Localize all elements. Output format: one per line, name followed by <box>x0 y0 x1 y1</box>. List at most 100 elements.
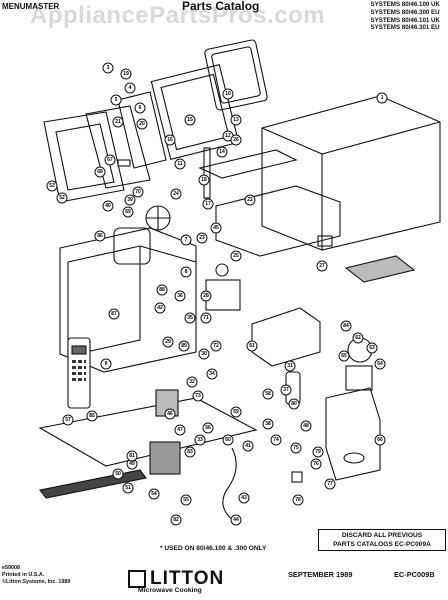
callout-badge: 45 <box>210 222 222 234</box>
callout-badge: 79 <box>312 446 324 458</box>
svg-text:51: 51 <box>125 485 131 491</box>
callout-badge: 52 <box>56 192 68 204</box>
svg-text:39: 39 <box>127 197 133 203</box>
callout-badge: 85 <box>86 410 98 422</box>
callout-badge: 67 <box>104 154 116 166</box>
fan-housing <box>251 307 321 367</box>
svg-text:3: 3 <box>107 65 110 71</box>
waveguide-cover <box>113 227 151 265</box>
callout-badge: 5 <box>110 94 122 106</box>
svg-text:43: 43 <box>241 495 247 501</box>
svg-text:9: 9 <box>105 361 108 367</box>
callout-group: 1 3 4 5 6 7 8 9 10 11 12 13 14 15 16 17 … <box>46 62 388 526</box>
svg-text:77: 77 <box>327 481 333 487</box>
svg-text:35: 35 <box>187 315 193 321</box>
svg-text:25: 25 <box>233 253 239 259</box>
callout-badge: 36 <box>174 290 186 302</box>
hook <box>317 235 333 247</box>
discard-line: DISCARD ALL PREVIOUS <box>341 532 423 539</box>
callout-badge: 3 <box>102 62 114 74</box>
svg-text:44: 44 <box>233 517 239 523</box>
magnetron-antenna <box>215 263 229 277</box>
svg-text:19: 19 <box>123 71 129 77</box>
callout-badge: 12 <box>222 130 234 142</box>
name-plate <box>344 255 416 283</box>
door-window <box>55 123 115 191</box>
svg-text:46: 46 <box>167 411 173 417</box>
oven-cavity <box>59 227 197 373</box>
callout-badge: 10 <box>222 88 234 100</box>
callout-badge: 31 <box>284 360 296 372</box>
callout-badge: 9 <box>100 358 112 370</box>
svg-text:34: 34 <box>209 371 215 377</box>
callout-badge: 68 <box>94 166 106 178</box>
svg-text:60: 60 <box>225 437 231 443</box>
callout-badge: 72 <box>210 340 222 352</box>
svg-text:4: 4 <box>129 85 132 91</box>
callout-badge: 84 <box>340 320 352 332</box>
svg-text:15: 15 <box>187 117 193 123</box>
svg-text:59: 59 <box>233 409 239 415</box>
svg-text:85: 85 <box>89 413 95 419</box>
callout-badge: 29 <box>162 336 174 348</box>
bracket-hole <box>343 452 365 464</box>
cabinet-outer <box>261 95 441 251</box>
svg-text:87: 87 <box>111 311 117 317</box>
callout-badge: 66 <box>374 434 386 446</box>
air-duct <box>215 185 341 257</box>
keypad <box>72 360 86 381</box>
callout-badge: 51 <box>122 482 134 494</box>
door-screen <box>117 91 167 169</box>
callout-badge: 80 <box>288 398 300 410</box>
base-plate <box>38 397 258 467</box>
callout-badge: 11 <box>174 158 186 170</box>
callout-badge: 60 <box>222 434 234 446</box>
callout-badge: 61 <box>246 340 258 352</box>
hinge-bar <box>203 147 211 199</box>
callout-badge: 56 <box>202 422 214 434</box>
svg-text:18: 18 <box>201 177 207 183</box>
svg-text:12: 12 <box>225 133 231 139</box>
callout-badge: 63 <box>366 342 378 354</box>
svg-text:32: 32 <box>189 379 195 385</box>
callout-badge: 42 <box>154 302 166 314</box>
footer-line: Printed in U.S.A. <box>2 571 45 578</box>
svg-text:47: 47 <box>177 427 183 433</box>
callout-badge: 23 <box>196 232 208 244</box>
power-cord <box>222 447 239 525</box>
svg-text:29: 29 <box>165 339 171 345</box>
svg-text:41: 41 <box>245 443 251 449</box>
svg-text:86: 86 <box>97 233 103 239</box>
svg-text:40: 40 <box>105 203 111 209</box>
svg-text:10: 10 <box>225 91 231 97</box>
cavity-edge <box>139 245 197 263</box>
callout-badge: 59 <box>230 406 242 418</box>
callout-badge: 6 <box>134 102 146 114</box>
logo-mark-icon <box>128 570 146 588</box>
svg-text:42: 42 <box>157 305 163 311</box>
callout-badge: 32 <box>186 376 198 388</box>
door-gasket <box>204 39 268 111</box>
brand-label: MENUMASTER <box>2 2 60 11</box>
svg-text:76: 76 <box>313 461 319 467</box>
callout-badge: 47 <box>174 424 186 436</box>
svg-text:17: 17 <box>205 201 211 207</box>
svg-text:55: 55 <box>183 497 189 503</box>
svg-text:52: 52 <box>59 195 65 201</box>
callout-badge: 44 <box>230 514 242 526</box>
callout-badge: 40 <box>102 200 114 212</box>
callout-badge: 7 <box>180 234 192 246</box>
callout-badge: 17 <box>202 198 214 210</box>
callout-badge: 54 <box>148 488 160 500</box>
bracket <box>325 387 381 481</box>
callout-badge: 46 <box>164 408 176 420</box>
logo-subtitle: Microwave Cooking <box>138 587 202 594</box>
svg-text:70: 70 <box>135 189 141 195</box>
svg-text:21: 21 <box>115 119 121 125</box>
callout-badge: 15 <box>184 114 196 126</box>
publication-date: SEPTEMBER 1989 <box>288 570 353 579</box>
svg-text:89: 89 <box>181 343 187 349</box>
page-title: Parts Catalog <box>182 0 260 13</box>
callout-badge: 33 <box>194 434 206 446</box>
